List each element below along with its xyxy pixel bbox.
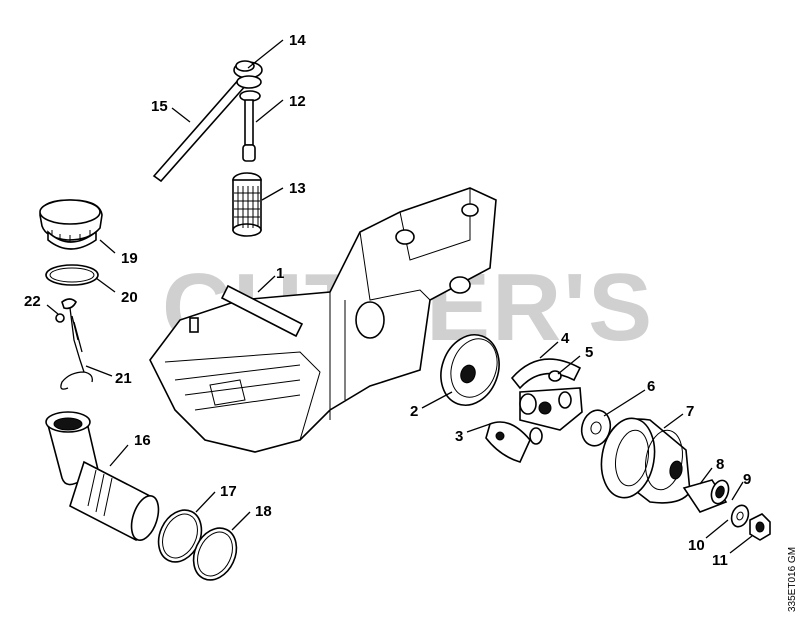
callout-20: 20: [121, 289, 138, 306]
filler-neck-part: [45, 411, 160, 542]
cap-strap-part: [55, 298, 93, 390]
washer-small-part: [730, 504, 750, 528]
crankcase-housing-part: [149, 187, 497, 453]
nut-part: [749, 513, 771, 541]
callout-21: 21: [115, 370, 132, 387]
callout-7: 7: [686, 403, 694, 420]
pickup-tube-part: [239, 90, 261, 162]
clutch-assembly-part: [485, 358, 583, 463]
disc-part: [440, 334, 500, 406]
callout-14: 14: [289, 32, 306, 49]
fuel-filter-part: [232, 172, 262, 237]
tank-cap-part: [39, 199, 103, 250]
drawing-code: 335ET016 GM: [787, 547, 798, 612]
callout-12: 12: [289, 93, 306, 110]
callout-13: 13: [289, 180, 306, 197]
callout-19: 19: [121, 250, 138, 267]
clutch-drum-part: [600, 417, 691, 504]
callout-15: 15: [151, 98, 168, 115]
leader-lines: [46, 39, 753, 554]
washer-part: [580, 409, 612, 447]
callout-10: 10: [688, 537, 705, 554]
seal-ring-18-part: [192, 527, 238, 581]
callout-5: 5: [585, 344, 593, 361]
callout-3: 3: [455, 428, 463, 445]
callout-8: 8: [716, 456, 724, 473]
o-ring-part: [45, 264, 99, 286]
callout-9: 9: [743, 471, 751, 488]
callout-4: 4: [561, 330, 570, 347]
callout-16: 16: [134, 432, 151, 449]
callout-1: 1: [276, 265, 284, 282]
grommet-part: [233, 60, 263, 89]
callout-2: 2: [410, 403, 418, 420]
callout-18: 18: [255, 503, 272, 520]
fuel-hose-part: [152, 76, 249, 183]
needle-cage-part: [682, 479, 730, 513]
callout-numbers: 14 12 13 15 19 20 22 21 16 17 18 1 2 3 4…: [24, 32, 751, 569]
callout-17: 17: [220, 483, 237, 500]
callout-11: 11: [712, 552, 728, 569]
callout-6: 6: [647, 378, 655, 395]
callout-22: 22: [24, 293, 41, 310]
